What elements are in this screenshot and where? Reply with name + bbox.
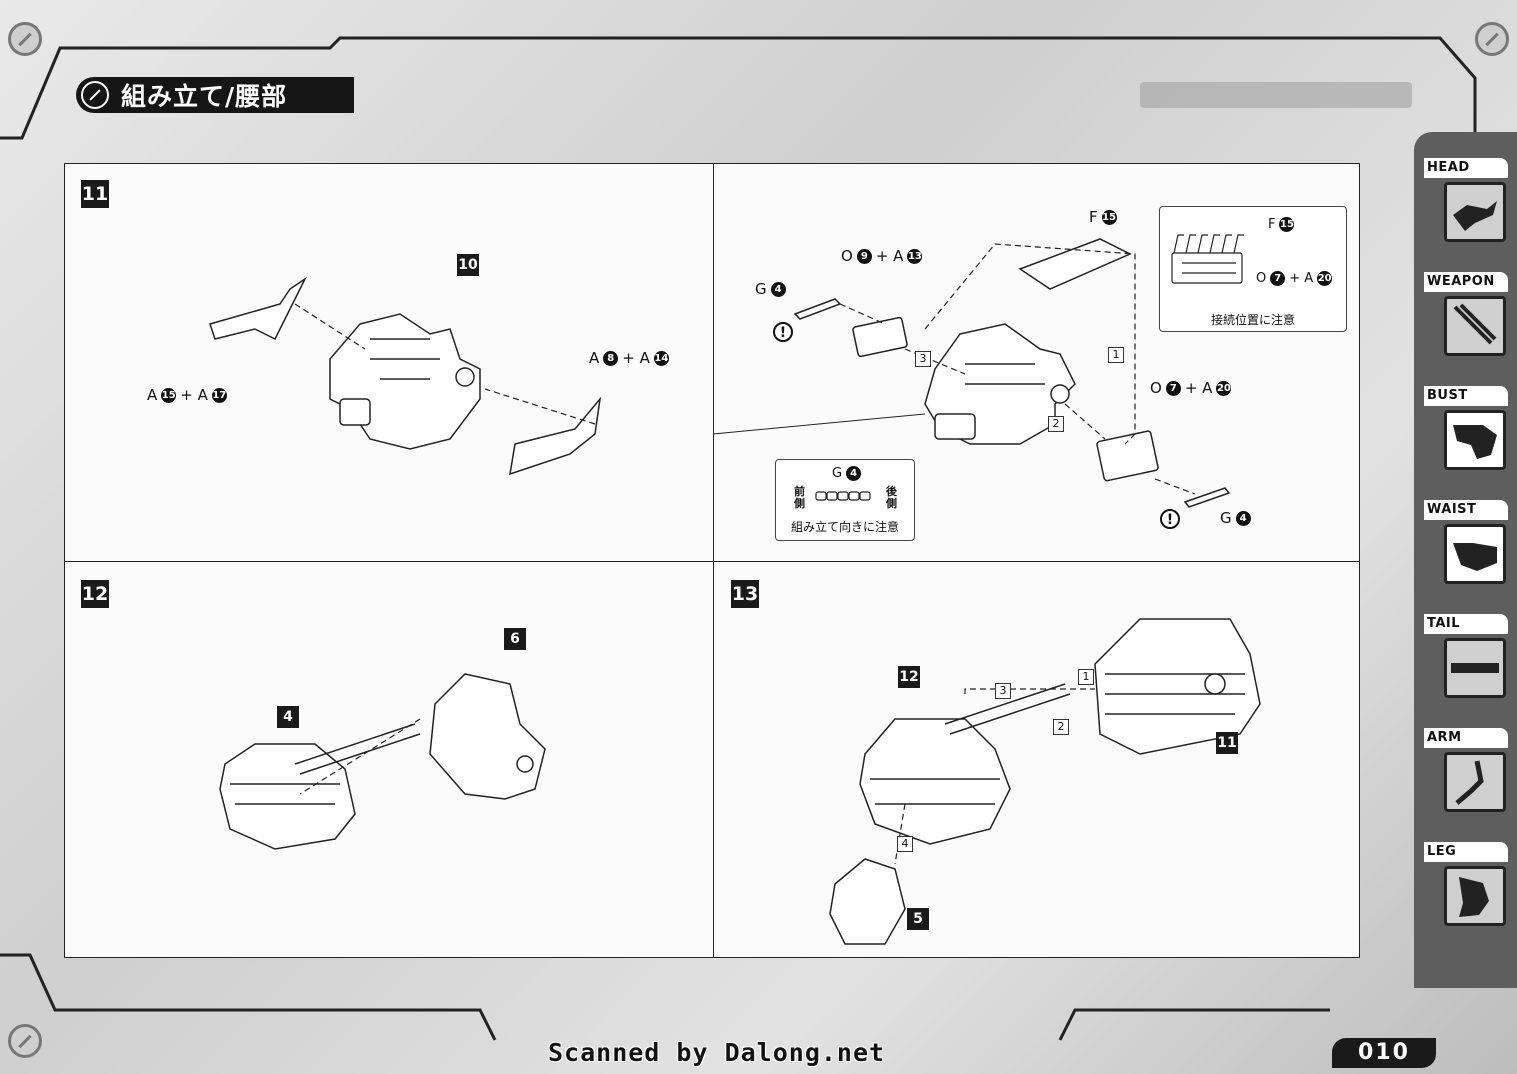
part-ref-10: 10	[457, 254, 479, 276]
leg-icon	[1444, 866, 1506, 926]
head-icon	[1444, 182, 1506, 242]
callout-a15-a17: A 15 + A 17	[147, 386, 227, 404]
chain-part-bottom	[1183, 487, 1231, 508]
callout-o7-a20: O 7 + A 20	[1150, 379, 1232, 397]
waist-frame-part	[329, 313, 481, 450]
sequence-label: 3	[995, 683, 1011, 699]
page-title: 組み立て/腰部	[121, 82, 288, 111]
gear-icon	[81, 81, 109, 109]
callout-a8-a14: A 8 + A 14	[589, 349, 669, 367]
assembly-illustrations	[209, 238, 1261, 945]
scan-credit: Scanned by Dalong.net	[548, 1038, 886, 1067]
bust-icon	[1444, 410, 1506, 470]
part-ref-5: 5	[907, 908, 929, 930]
sequence-label: 2	[1053, 719, 1069, 735]
note-caption: 接続位置に注意	[1210, 313, 1295, 327]
note-caption: 組み立て向きに注意	[790, 520, 899, 534]
callout-g4-top: G 4	[755, 280, 786, 298]
chain-detail-icon	[815, 491, 871, 501]
note-assembly-direction: G 4 前側 後側 組み立て向きに注意	[775, 459, 915, 541]
part-4-body	[219, 743, 356, 850]
header-bleed-through	[1140, 82, 1412, 108]
corner-bolt-icon	[1475, 22, 1509, 56]
part-5-body	[829, 858, 906, 945]
step-13-number: 13	[731, 580, 759, 608]
arm-icon	[1444, 752, 1506, 812]
front-side-label: 前側	[794, 485, 805, 510]
callout-o9-a13: O 9 + A 13	[841, 247, 923, 265]
callout-f15: F 15	[1089, 208, 1117, 226]
note-f15: F 15	[1268, 217, 1295, 232]
step-11-number: 11	[81, 180, 109, 208]
corner-bolt-icon	[8, 22, 42, 56]
sequence-label: 1	[1078, 669, 1094, 685]
note-g4: G 4	[832, 466, 862, 481]
sidebar-item-leg[interactable]: LEG	[1424, 842, 1508, 940]
sequence-label: 3	[915, 351, 931, 367]
tail-icon	[1444, 638, 1506, 698]
waist-frame-part-right	[924, 323, 1076, 445]
part-6-body	[429, 673, 546, 800]
panel-divider-vertical	[713, 164, 714, 957]
sequence-label: 4	[897, 836, 913, 852]
note-connection-position: F 15 O 7 + A 20 接続位置に注意	[1159, 206, 1347, 332]
sidebar-item-head[interactable]: HEAD	[1424, 158, 1508, 256]
back-side-label: 後側	[886, 485, 897, 510]
weapon-icon	[1444, 296, 1506, 356]
callout-g4-bottom: G 4	[1220, 509, 1251, 527]
part-11-assembly	[1094, 618, 1261, 755]
part-ref-4: 4	[277, 706, 299, 728]
sidebar-item-bust[interactable]: BUST	[1424, 386, 1508, 484]
part-ref-11: 11	[1216, 732, 1238, 754]
note-o7-a20: O 7 + A 20	[1256, 271, 1333, 286]
section-sidebar: HEAD WEAPON BUST WAIST TAIL ARM LEG	[1414, 132, 1517, 988]
rod-pair-13	[944, 683, 1071, 735]
sidebar-item-weapon[interactable]: WEAPON	[1424, 272, 1508, 370]
page-number: 010	[1332, 1038, 1436, 1068]
rod-pair	[294, 723, 421, 775]
part-12-body	[859, 718, 1011, 845]
side-plate-left	[209, 276, 307, 341]
sequence-label: 2	[1048, 416, 1064, 432]
step-12-number: 12	[81, 580, 109, 608]
side-plate-right	[509, 396, 602, 476]
connection-detail-icon	[1171, 234, 1244, 284]
waist-icon	[1444, 524, 1506, 584]
chain-part-top	[793, 298, 842, 320]
caution-icon: !	[773, 322, 793, 342]
sidebar-item-tail[interactable]: TAIL	[1424, 614, 1508, 712]
panel-divider-horizontal	[65, 561, 1359, 562]
section-title-bar: 組み立て/腰部	[76, 77, 354, 113]
o9-part	[852, 316, 908, 358]
caution-icon: !	[1160, 509, 1180, 529]
sequence-label: 1	[1108, 347, 1124, 363]
instruction-panel: 11 10 A 15 + A 17 A 8 + A 14 G 4 ! O 9 +…	[64, 163, 1360, 958]
o7-part	[1096, 430, 1159, 482]
corner-bolt-icon	[8, 1024, 42, 1058]
sidebar-item-arm[interactable]: ARM	[1424, 728, 1508, 826]
part-ref-6: 6	[504, 628, 526, 650]
part-ref-12: 12	[898, 666, 920, 688]
sidebar-item-waist[interactable]: WAIST	[1424, 500, 1508, 598]
